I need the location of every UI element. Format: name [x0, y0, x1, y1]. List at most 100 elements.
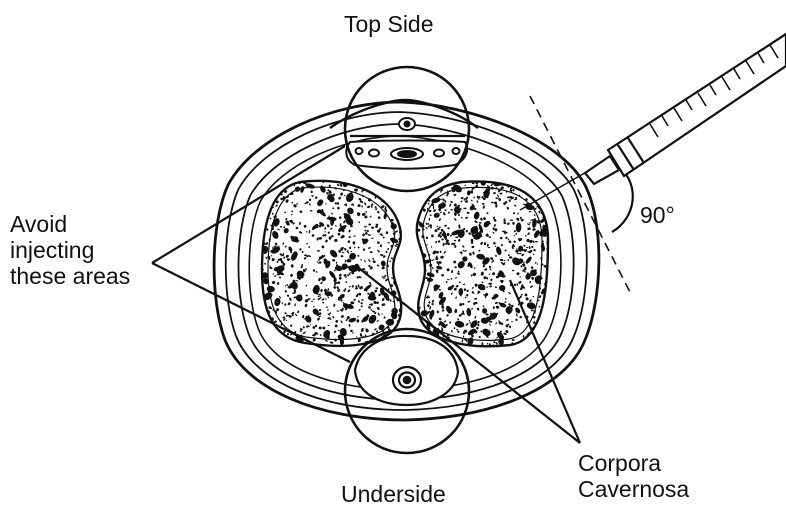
- avoid-label: Avoid injecting these areas: [10, 212, 130, 289]
- sponge-dot: [266, 187, 268, 189]
- sponge-dot: [457, 318, 459, 320]
- avoid-label-line: these areas: [10, 264, 130, 290]
- sponge-dot: [541, 334, 544, 337]
- sponge-dot: [277, 308, 279, 311]
- sponge-dot: [278, 339, 281, 342]
- sponge-dot: [401, 291, 405, 295]
- sponge-dot: [414, 326, 416, 329]
- sponge-dot: [389, 196, 392, 198]
- sponge-dot: [417, 197, 419, 199]
- sponge-dot: [327, 176, 329, 179]
- sponge-dot: [277, 192, 279, 193]
- sponge-dot: [362, 239, 365, 241]
- sponge-dot: [300, 344, 303, 347]
- sponge-dot: [476, 182, 479, 185]
- sponge-dot: [544, 340, 548, 344]
- sponge-dot: [261, 181, 264, 184]
- sponge-dot: [309, 347, 313, 351]
- sponge-dot: [501, 262, 503, 264]
- sponge-dot: [271, 334, 273, 336]
- sponge-dot: [545, 317, 547, 319]
- sponge-dot: [396, 208, 398, 210]
- sponge-dot: [401, 244, 404, 248]
- avoid-label-line: injecting: [10, 238, 130, 264]
- sponge-dot: [271, 195, 275, 199]
- sponge-dot: [348, 177, 351, 180]
- sponge-dot: [266, 331, 276, 340]
- sponge-dot: [265, 201, 269, 205]
- sponge-dot: [545, 188, 548, 191]
- sponge-dot: [403, 266, 407, 270]
- sponge-dot: [349, 248, 351, 249]
- sponge-dot: [526, 343, 529, 345]
- sponge-dot: [412, 323, 415, 326]
- sponge-dot: [417, 326, 420, 328]
- sponge-dot: [543, 331, 545, 334]
- sponge-dot: [402, 250, 405, 253]
- sponge-dot: [541, 181, 545, 184]
- corpora-cavernosa-label: Corpora Cavernosa: [578, 451, 689, 503]
- sponge-dot: [413, 301, 417, 305]
- sponge-dot: [412, 270, 414, 272]
- sponge-dot: [413, 210, 416, 213]
- sponge-dot: [424, 185, 426, 187]
- sponge-dot: [412, 291, 415, 294]
- sponge-dot: [337, 175, 341, 178]
- sponge-dot: [524, 184, 527, 186]
- sponge-dot: [536, 180, 545, 189]
- sponge-dot: [493, 177, 497, 181]
- sponge-dot: [266, 326, 270, 329]
- sponge-dot: [261, 344, 263, 346]
- sponge-dot: [529, 186, 532, 189]
- sponge-dot: [456, 176, 459, 179]
- sponge-dot: [544, 315, 547, 317]
- sponge-dot: [401, 222, 404, 224]
- sponge-dot: [411, 254, 414, 257]
- sponge-dot: [416, 250, 420, 254]
- sponge-dot: [263, 185, 266, 188]
- sponge-dot: [414, 200, 417, 203]
- sponge-dot: [401, 280, 405, 284]
- sponge-dot: [527, 185, 531, 189]
- sponge-dot: [548, 297, 550, 300]
- sponge-dot: [395, 195, 397, 198]
- sponge-dot: [546, 202, 550, 206]
- sponge-dot: [546, 200, 548, 203]
- sponge-dot: [543, 309, 547, 312]
- angle-arc: [612, 168, 633, 232]
- sponge-dot: [276, 343, 281, 347]
- sponge-dot: [338, 172, 346, 181]
- corpora-label-line: Corpora: [578, 451, 689, 477]
- sponge-dot: [459, 176, 462, 179]
- sponge-dot: [414, 184, 417, 187]
- sponge-dot: [414, 321, 416, 323]
- sponge-dot: [548, 188, 551, 191]
- sponge-dot: [262, 185, 266, 189]
- sponge-dot: [518, 180, 522, 184]
- sponge-dot: [296, 343, 299, 346]
- sponge-dot: [401, 254, 405, 258]
- sponge-dot: [381, 190, 384, 193]
- sponge-dot: [522, 179, 525, 183]
- sponge-dot: [493, 177, 496, 181]
- sponge-dot: [536, 332, 540, 336]
- sponge-dot: [411, 314, 415, 318]
- sponge-dot: [261, 320, 265, 324]
- sponge-dot: [268, 177, 270, 179]
- sponge-dot: [397, 276, 399, 279]
- sponge-dot: [547, 190, 549, 192]
- sponge-dot: [327, 176, 329, 180]
- sponge-dot: [539, 338, 540, 340]
- sponge-dot: [458, 175, 462, 179]
- sponge-dot: [397, 177, 400, 180]
- sponge-dot: [540, 177, 543, 180]
- sponge-dot: [403, 297, 405, 299]
- sponge-dot: [275, 334, 278, 337]
- sponge-dot: [400, 321, 404, 325]
- sponge-dot: [372, 176, 374, 178]
- sponge-dot: [362, 177, 364, 179]
- sponge-dot: [377, 186, 381, 190]
- sponge-dot: [266, 197, 270, 201]
- sponge-dot: [416, 251, 418, 253]
- sponge-dot: [545, 339, 549, 343]
